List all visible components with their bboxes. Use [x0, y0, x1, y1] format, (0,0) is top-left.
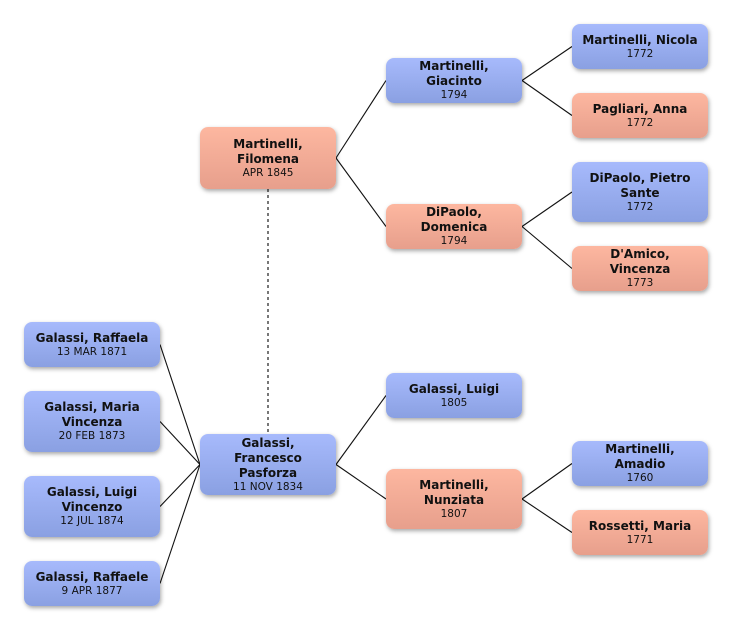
person-name: Rossetti, Maria: [588, 518, 692, 533]
child-link-line: [159, 464, 201, 584]
person-card-amadio[interactable]: Martinelli, Amadio 1760: [572, 441, 708, 486]
person-name: Galassi, Luigi: [408, 381, 500, 396]
person-card-anna[interactable]: Pagliari, Anna 1772: [572, 93, 708, 138]
person-name: Martinelli, Nicola: [582, 32, 698, 47]
person-card-domenica[interactable]: DiPaolo, Domenica 1794: [386, 204, 522, 249]
person-date: APR 1845: [242, 166, 294, 179]
person-card-filomena[interactable]: Martinelli, Filomena APR 1845: [200, 127, 336, 189]
parent-link-line: [335, 80, 387, 159]
person-card-luigi[interactable]: Galassi, Luigi 1805: [386, 373, 522, 418]
person-date: 9 APR 1877: [61, 584, 123, 597]
parent-link-line: [521, 191, 573, 227]
person-name: Galassi, Francesco Pasforza: [234, 435, 302, 480]
person-name: Galassi, Luigi Vincenzo: [46, 485, 138, 514]
person-card-raffaele[interactable]: Galassi, Raffaele 9 APR 1877: [24, 561, 160, 606]
parent-link-line: [521, 226, 573, 269]
person-name: DiPaolo, Domenica: [420, 205, 488, 234]
person-name: DiPaolo, Pietro Sante: [589, 170, 691, 200]
person-name: Galassi, Raffaele: [35, 569, 149, 584]
person-date: 1794: [440, 89, 468, 101]
person-card-vincenza[interactable]: D'Amico, Vincenza 1773: [572, 246, 708, 291]
child-link-line: [159, 464, 201, 507]
person-card-maria-vincenza[interactable]: Galassi, Maria Vincenza 20 FEB 1873: [24, 391, 160, 452]
child-link-line: [159, 421, 201, 465]
person-date: 11 NOV 1834: [233, 480, 303, 493]
person-date: 12 JUL 1874: [60, 515, 124, 527]
person-date: 1772: [626, 200, 654, 213]
person-card-francesco[interactable]: Galassi, Francesco Pasforza 11 NOV 1834: [200, 434, 336, 495]
person-card-rossetti-maria[interactable]: Rossetti, Maria 1771: [572, 510, 708, 555]
parent-link-line: [335, 157, 387, 227]
person-name: Pagliari, Anna: [592, 101, 688, 116]
parent-link-line: [521, 46, 573, 81]
person-date: 1772: [626, 116, 654, 129]
child-link-line: [159, 344, 201, 465]
person-card-nunziata[interactable]: Martinelli, Nunziata 1807: [386, 469, 522, 529]
person-date: 1805: [440, 396, 468, 409]
parent-link-line: [521, 80, 573, 116]
person-name: Galassi, Maria Vincenza: [44, 400, 140, 429]
person-card-nicola[interactable]: Martinelli, Nicola 1772: [572, 24, 708, 69]
person-card-pietro[interactable]: DiPaolo, Pietro Sante 1772: [572, 162, 708, 222]
person-card-raffaela[interactable]: Galassi, Raffaela 13 MAR 1871: [24, 322, 160, 367]
person-date: 1760: [626, 472, 654, 484]
person-name: Martinelli, Giacinto: [419, 59, 489, 88]
person-date: 20 FEB 1873: [58, 430, 126, 442]
person-card-luigi-vincenzo[interactable]: Galassi, Luigi Vincenzo 12 JUL 1874: [24, 476, 160, 537]
person-date: 1794: [440, 235, 468, 247]
person-name: Galassi, Raffaela: [35, 330, 149, 345]
person-name: Martinelli, Filomena: [233, 136, 303, 166]
parent-link-line: [521, 463, 573, 500]
person-date: 1771: [626, 533, 654, 546]
person-name: Martinelli, Nunziata: [419, 477, 489, 507]
person-date: 1773: [626, 277, 654, 289]
person-name: Martinelli, Amadio: [605, 442, 675, 471]
person-name: D'Amico, Vincenza: [609, 247, 671, 276]
person-card-giacinto[interactable]: Martinelli, Giacinto 1794: [386, 58, 522, 103]
parent-link-line: [521, 498, 573, 533]
parent-link-line: [335, 395, 387, 465]
person-date: 1807: [440, 507, 468, 520]
parent-link-line: [335, 464, 387, 500]
person-date: 1772: [626, 47, 654, 60]
person-date: 13 MAR 1871: [56, 345, 128, 358]
